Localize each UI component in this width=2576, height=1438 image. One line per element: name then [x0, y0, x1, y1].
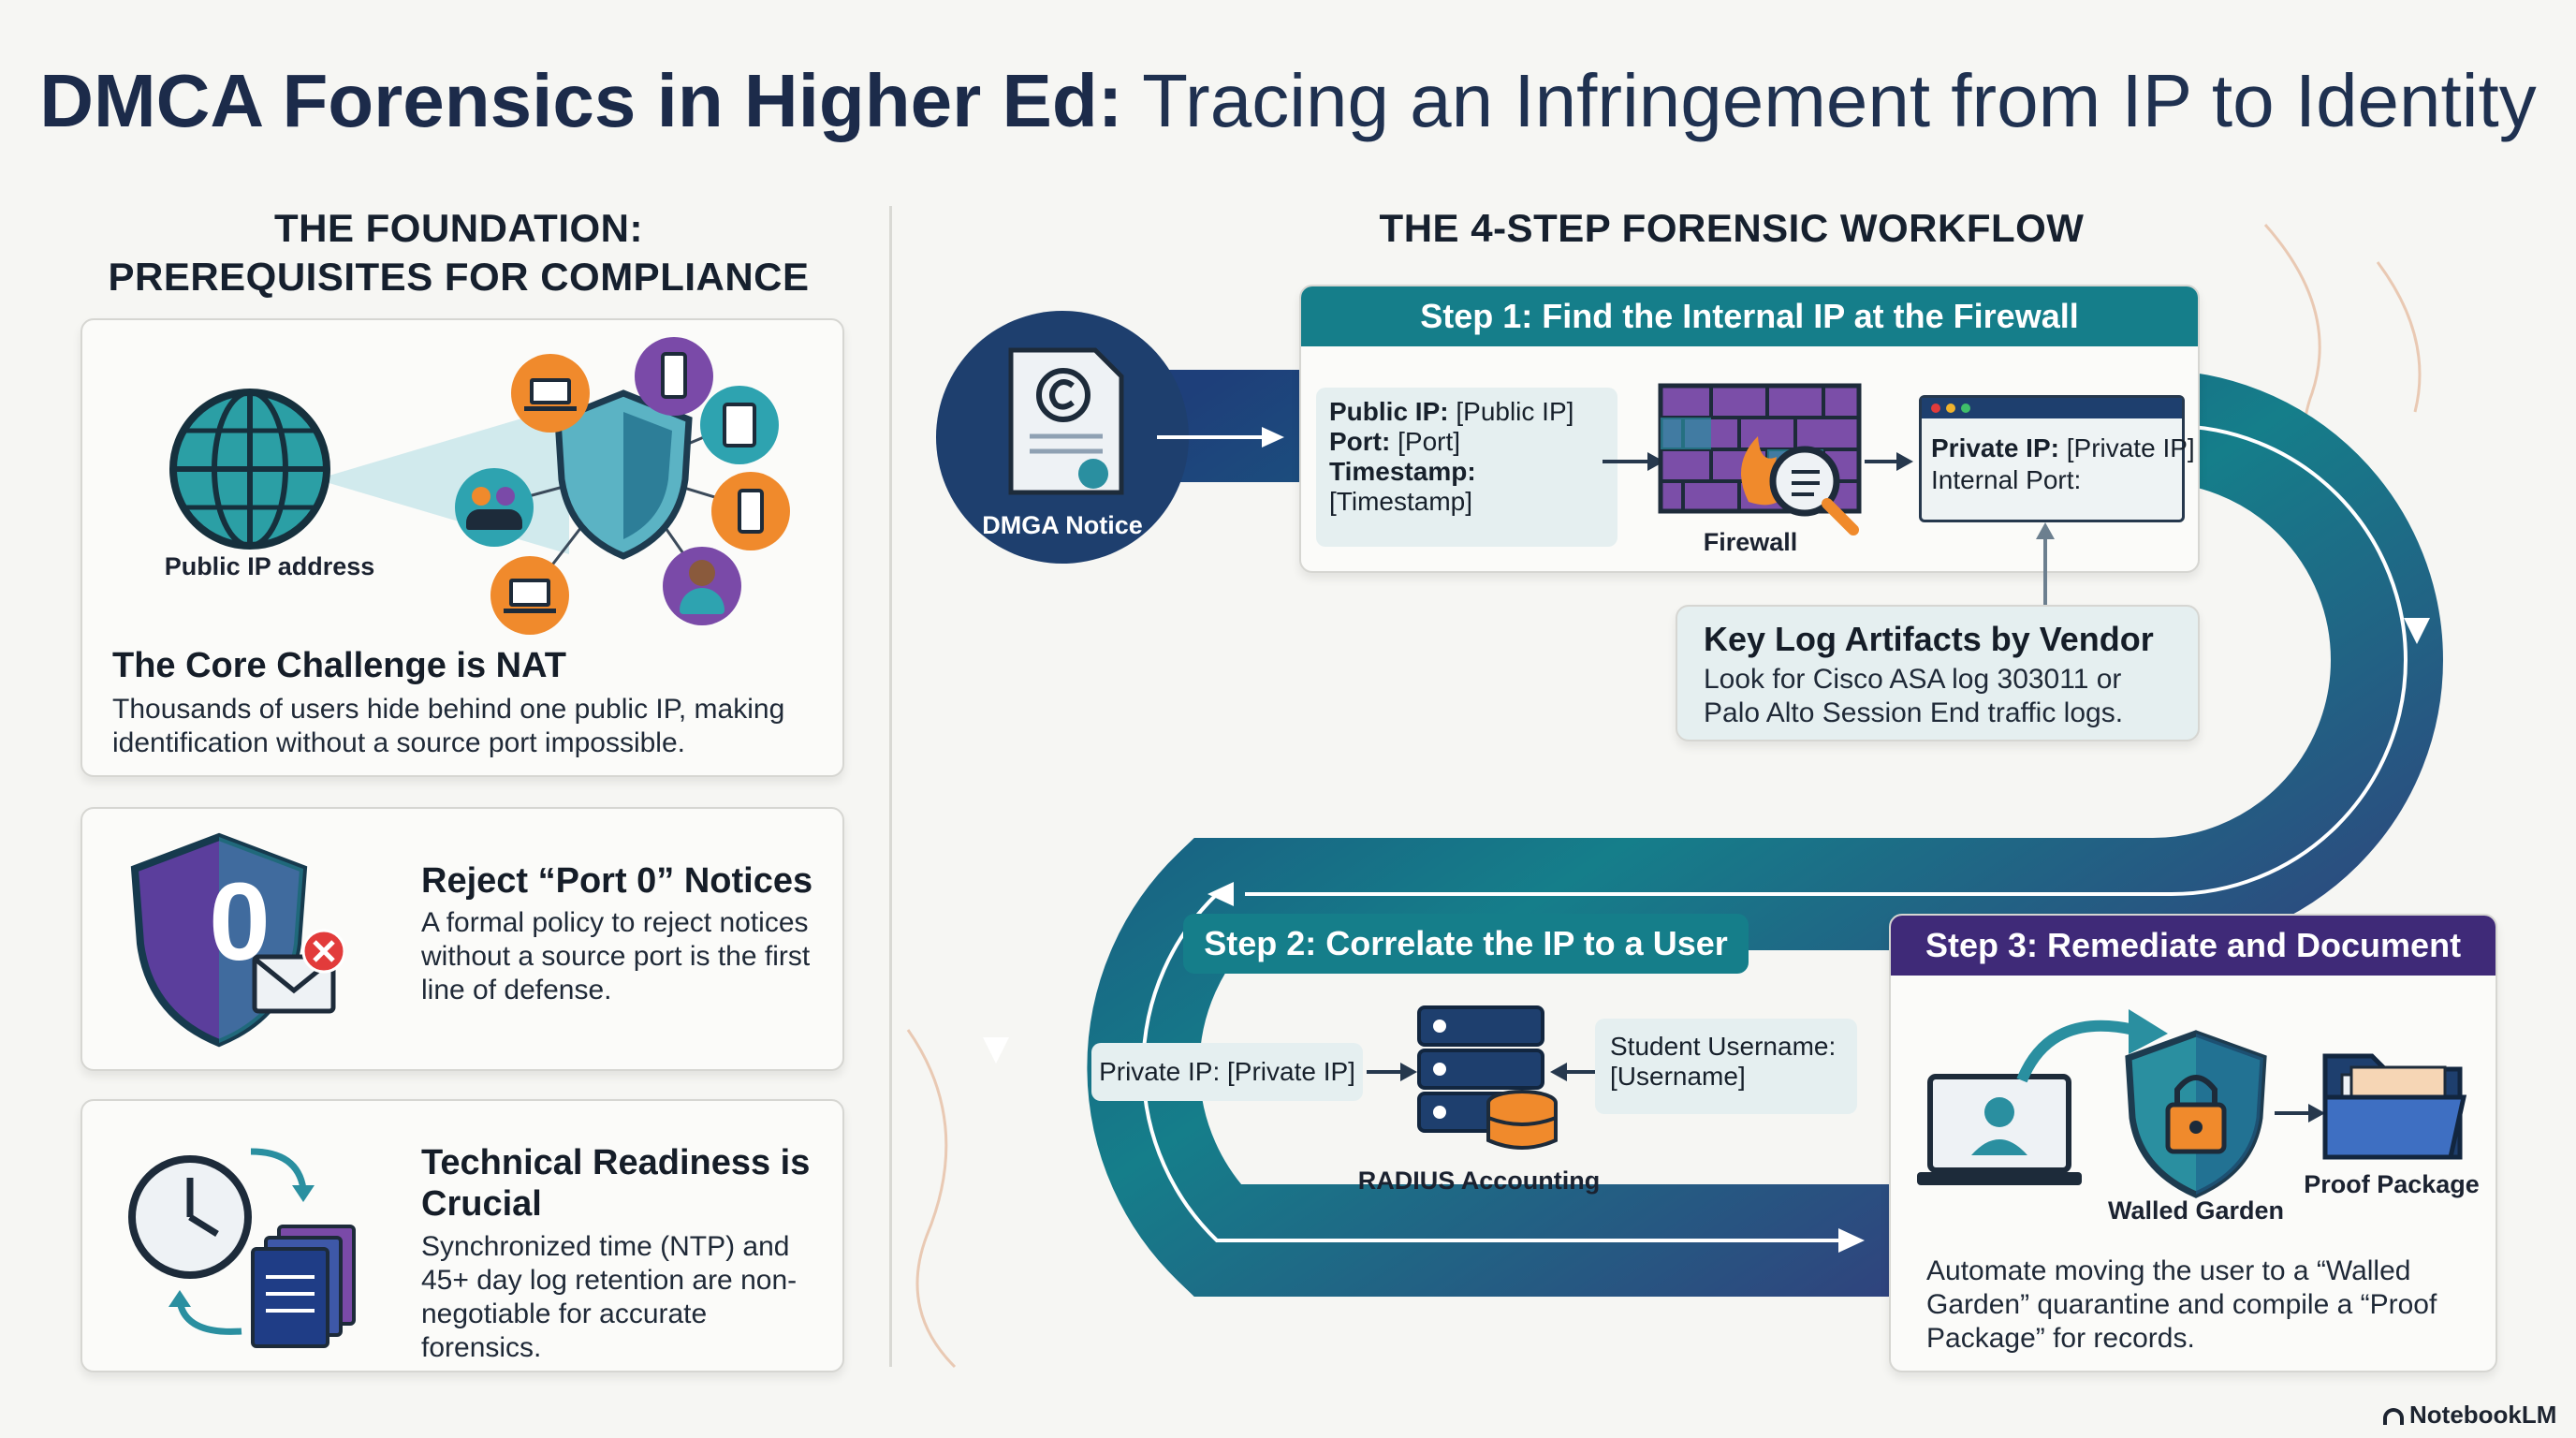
laptop-node-icon [511, 354, 590, 433]
user-avatar-node-icon [663, 547, 741, 625]
copyright-document-icon [1008, 347, 1124, 495]
arrowhead-left [1208, 882, 1234, 906]
private-ip-key: Private IP: [1931, 433, 2059, 462]
laptop2-node-icon [490, 556, 569, 635]
nat-card-text: Thousands of users hide behind one publi… [112, 694, 785, 758]
phone-node-icon [635, 337, 713, 416]
arrowhead-down-right [2404, 618, 2430, 644]
envelope-reject-icon [252, 929, 344, 1014]
dmca-notice-label: DMGA Notice [982, 511, 1143, 539]
firewall-label: Firewall [1703, 528, 1798, 556]
port0-card: 0 Reject “Port 0” Notices A formal polic… [80, 807, 844, 1071]
port0-card-title: Reject “Port 0” Notices [421, 861, 813, 901]
nat-card: Public IP address The Core Challenge is … [80, 318, 844, 777]
port-value: [Port] [1398, 427, 1461, 456]
port-key: Port: [1329, 427, 1391, 456]
public-ip-value: [Public IP] [1456, 397, 1574, 426]
flow-centerline-1 [1245, 424, 2408, 896]
public-ip-label: Public IP address [164, 552, 375, 580]
step3-header: Step 3: Remediate and Document [1891, 916, 2496, 976]
proof-package-label: Proof Package [2304, 1170, 2480, 1198]
title-rest: Tracing an Infringement from IP to Ident… [1142, 59, 2537, 142]
arrow-notice-to-step1 [1157, 427, 1284, 448]
brand-mark: NotebookLM [2383, 1401, 2556, 1430]
arrow-private-to-radius [1367, 1063, 1417, 1081]
private-ip-value: [Private IP] [2066, 433, 2195, 462]
arrowhead-down-left [983, 1037, 1009, 1064]
foundation-heading-line2: PREREQUISITES FOR COMPLIANCE [108, 255, 810, 299]
curved-arrow-icon [2016, 1009, 2168, 1083]
proof-folder-icon [2322, 1053, 2467, 1160]
globe-icon [169, 389, 330, 550]
mobile-node-icon [711, 472, 790, 550]
arrow-firewall-to-private [1865, 452, 1913, 471]
arrow-username-to-radius [1550, 1063, 1601, 1081]
arrowhead-right [1838, 1228, 1865, 1253]
step1-notice-details: Public IP: [Public IP] Port: [Port] Time… [1316, 388, 1617, 547]
tablet-node-icon [700, 386, 779, 464]
artifacts-card: Key Log Artifacts by Vendor Look for Cis… [1676, 605, 2200, 741]
username-line1: Student Username: [1610, 1032, 1837, 1061]
workflow-heading: THE 4-STEP FORENSIC WORKFLOW [1379, 206, 2085, 250]
step3-text: Automate moving the user to a “Walled Ga… [1926, 1255, 2437, 1354]
artifacts-title: Key Log Artifacts by Vendor [1704, 620, 2154, 658]
readiness-card-title: Technical Readiness is Crucial [421, 1143, 811, 1224]
firewall-icon [1658, 383, 1862, 536]
window-titlebar [1922, 398, 2182, 418]
shield-icon [554, 389, 693, 560]
arrow-details-to-firewall [1603, 452, 1664, 471]
timestamp-key: Timestamp: [1329, 457, 1476, 486]
internal-port-key: Internal Port: [1931, 465, 2082, 494]
brand-label: NotebookLM [2409, 1401, 2557, 1429]
username-line2: [Username] [1610, 1062, 1746, 1091]
private-ip-window: Private IP: [Private IP] Internal Port: [1919, 395, 2195, 522]
port0-card-text: A formal policy to reject notices withou… [421, 907, 811, 1005]
step2-header: Step 2: Correlate the IP to a User [1183, 914, 1749, 974]
clock-docs-icon [128, 1148, 356, 1348]
public-ip-key: Public IP: [1329, 397, 1449, 426]
step2-private-ip: Private IP: [Private IP] [1091, 1043, 1363, 1101]
step1-header: Step 1: Find the Internal IP at the Fire… [1301, 286, 2198, 346]
laptop-user-icon [1917, 1074, 2082, 1185]
users-node-icon [455, 468, 534, 547]
step1-card: Step 1: Find the Internal IP at the Fire… [1299, 285, 2200, 573]
step2-username: Student Username: [Username] [1595, 1019, 1857, 1114]
readiness-card-text: Synchronized time (NTP) and 45+ day log … [421, 1231, 798, 1363]
step3-card: Step 3: Remediate and Document Walled Ga… [1889, 914, 2497, 1372]
radius-label: RADIUS Accounting [1357, 1167, 1601, 1195]
title-bold: DMCA Forensics in Higher Ed: [39, 59, 1123, 142]
page-title: DMCA Forensics in Higher Ed: Tracing an … [0, 58, 2576, 144]
foundation-heading: THE FOUNDATION: PREREQUISITES FOR COMPLI… [84, 204, 833, 301]
artifacts-text: Look for Cisco ASA log 303011 or Palo Al… [1704, 664, 2124, 728]
timestamp-value: [Timestamp] [1329, 487, 1472, 516]
column-divider [889, 206, 892, 1367]
nat-card-title: The Core Challenge is NAT [112, 646, 566, 685]
walled-garden-shield-icon [2125, 1030, 2267, 1198]
arrow-walled-to-proof [2275, 1104, 2325, 1123]
readiness-card: Technical Readiness is Crucial Synchroni… [80, 1099, 844, 1372]
arrow-artifacts-up [2036, 522, 2055, 605]
notebooklm-logo-icon [2383, 1408, 2404, 1425]
walled-garden-label: Walled Garden [2107, 1196, 2285, 1225]
private-ip-line: Private IP: [Private IP] [1931, 433, 2195, 463]
foundation-heading-line1: THE FOUNDATION: [273, 206, 643, 250]
radius-server-icon [1417, 1005, 1558, 1150]
